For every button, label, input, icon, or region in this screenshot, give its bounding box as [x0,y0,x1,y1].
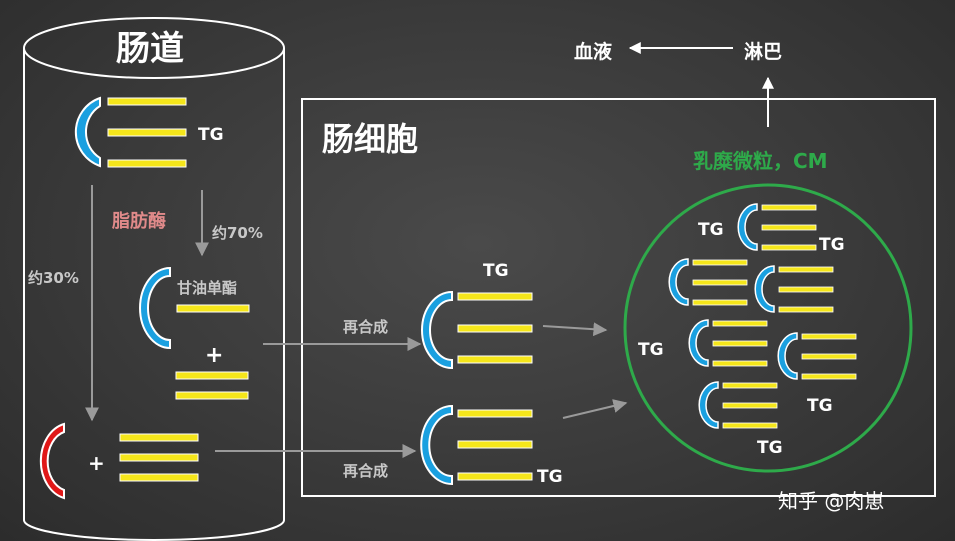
tg-label: TG [198,125,224,145]
glycerol-and-fatty-acids [39,422,199,500]
intestinal-cell-label: 肠细胞 [322,120,418,158]
fatty-acid-chain [457,324,533,333]
glycerol-backbone [421,290,453,370]
fatty-acid-chain [457,440,533,449]
fatty-acid-chain [722,382,778,389]
fatty-acid-chain [119,453,199,462]
fatty-acid-chain [457,355,533,364]
fatty-acid-chain [457,472,533,481]
tg-label: TG [757,438,783,458]
chylomicron-ring [623,183,913,473]
glycerol-molecule [39,422,65,500]
fatty-acid-chain [692,279,748,286]
fatty-acid-chain [107,159,187,168]
fatty-acid-chain [692,299,748,306]
into-chylomicron-arrow [562,399,628,419]
glycerol-backbone [74,96,101,168]
into-chylomicron-arrow [542,322,608,337]
glycerol-backbone [420,404,453,486]
intestinal-cell-box [301,98,936,497]
glycerol-backbone [754,265,775,313]
glycerol-backbone [777,332,798,380]
fatty-acid-chain [119,433,199,442]
tg-label: TG [537,467,563,487]
tg-label: TG [638,340,664,360]
fatty-acid-chain [107,128,187,137]
tg-label: TG [807,396,833,416]
tg-molecule-small [754,265,834,313]
fatty-acid-chain [778,266,834,273]
free-fatty-acids-pair [175,371,249,400]
plus-sign: + [205,343,223,368]
resynthesis-label: 再合成 [343,462,388,480]
fatty-acid-chain [457,409,533,418]
fatty-acid-chain [778,286,834,293]
fatty-acid-chain [722,402,778,409]
fatty-acid-chain [457,292,533,301]
glycerol-backbone [139,266,171,350]
plus-sign: + [88,451,105,475]
fatty-acid-chain [712,320,768,327]
glycerol-backbone [698,381,719,429]
fatty-acid-chain [175,391,249,400]
chylomicron-label: 乳糜微粒，CM [693,149,828,173]
lipase-label: 脂肪酶 [112,210,166,232]
tg-label: TG [483,261,509,281]
fatty-acid-chain [761,244,817,251]
intestine-cylinder [23,17,285,541]
tg-molecule-small [698,381,778,429]
fatty-acid-chain [801,353,857,360]
lymph-label: 淋巴 [744,40,782,63]
resynthesized-tg-lower [420,404,533,486]
fatty-acid-chain [712,340,768,347]
tg-molecule-small [737,203,817,251]
fatty-acid-chain [761,204,817,211]
fatty-acid-chain [176,304,250,313]
fatty-acid-chain [175,371,249,380]
fatty-acid-chain [722,422,778,429]
monoglyceride-label: 甘油单酯 [177,279,237,297]
tg-molecule-small [688,319,768,367]
fatty-acid-chain [692,259,748,266]
tg-molecule-top [74,96,187,168]
monoglyceride-molecule [139,266,250,350]
glycerol-backbone [668,258,689,306]
intestine-label: 肠道 [116,29,184,69]
fatty-acid-chain [761,224,817,231]
tg-label: TG [698,220,724,240]
resynthesis-label: 再合成 [343,318,388,336]
pct70-label: 约70% [212,224,263,242]
glycerol-backbone [688,319,709,367]
fatty-acid-chain [119,473,199,482]
pct30-label: 约30% [28,269,79,287]
fatty-acid-chain [801,333,857,340]
blood-label: 血液 [574,40,613,63]
tg-molecule-small [668,258,748,306]
tg-label: TG [819,235,845,255]
fatty-acid-chain [712,360,768,367]
fatty-acid-chain [107,97,187,106]
resynthesized-tg-upper [421,290,533,370]
watermark-text: 知乎 @肉崽 [778,489,884,513]
chylomicron-tg-cluster [668,203,857,429]
fatty-acid-chain [801,373,857,380]
fatty-acid-chain [778,306,834,313]
tg-molecule-small [777,332,857,380]
glycerol-backbone [737,203,758,251]
